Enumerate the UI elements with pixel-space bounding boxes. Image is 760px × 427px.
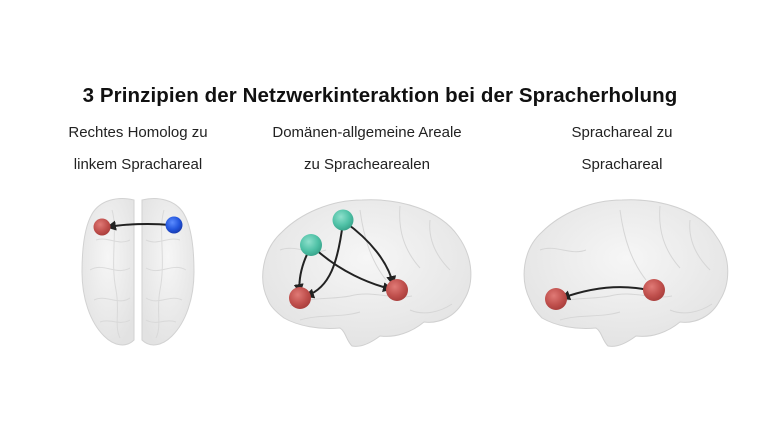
caption-line-2: zu Sprachearealen <box>304 156 430 173</box>
node-domain-general-1 <box>332 209 354 231</box>
brain-lateral-view-right <box>523 199 729 347</box>
caption-line-1: Domänen-allgemeine Areale <box>272 124 462 141</box>
node-language-area-back <box>386 279 408 301</box>
panel-caption-domain-general: Domänen-allgemeine Areale zu Sprachearea… <box>247 117 487 181</box>
brain-lateral-view-middle <box>262 199 472 347</box>
panel-caption-homolog: Rechtes Homolog zu linkem Sprachareal <box>38 117 238 181</box>
node-language-area-front <box>545 288 567 310</box>
caption-line-1: Rechtes Homolog zu <box>68 124 208 141</box>
caption-line-2: linkem Sprachareal <box>73 156 203 173</box>
caption-line-1: Sprachareal zu <box>571 124 673 141</box>
connection-homolog-to-language <box>106 220 171 231</box>
connection-language-to-language <box>560 286 649 301</box>
brain-top-view <box>81 198 195 346</box>
node-left-language-area <box>93 218 111 236</box>
node-right-homolog <box>165 216 183 234</box>
diagram-title: 3 Prinzipien der Netzwerkinteraktion bei… <box>82 84 678 107</box>
caption-line-2: Sprachareal <box>581 156 663 173</box>
panel-caption-language-to-language: Sprachareal zu Sprachareal <box>522 117 722 181</box>
node-language-area-front <box>289 287 311 309</box>
node-domain-general-2 <box>300 234 322 256</box>
node-language-area-back <box>643 279 665 301</box>
